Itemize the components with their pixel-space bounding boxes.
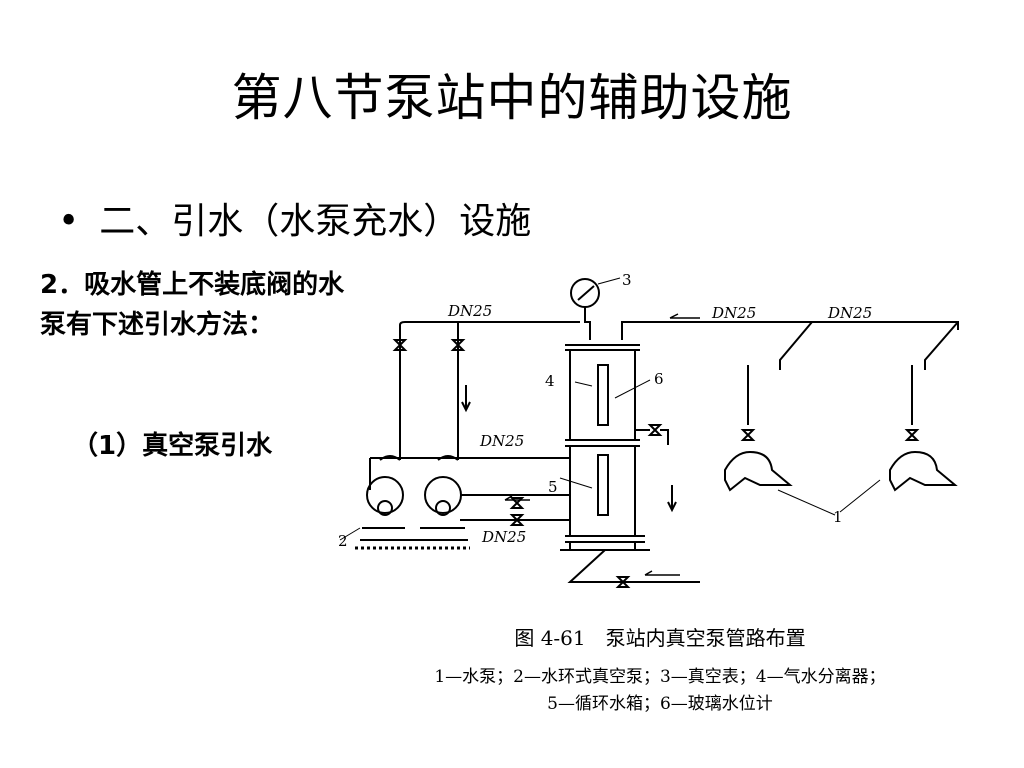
side-valve [635,424,669,445]
valve-c [740,429,756,441]
label-6: 6 [654,370,664,388]
branch-b [924,321,959,370]
glass-gauge-upper [597,364,609,426]
vacuum-pump-b [424,476,462,514]
page-title: 第八节泵站中的辅助设施 [231,69,793,127]
label-dn25-top-right: DN25 [827,304,872,322]
leader-4-6 [574,379,651,399]
bullet-dot: • [58,201,80,242]
flow-arrow-down [461,385,471,413]
leader-2 [339,527,361,541]
label-dn25-top-mid: DN25 [711,304,756,322]
label-4: 4 [545,372,555,390]
drain-valve [615,576,631,588]
flow-arrow-drain [644,570,680,576]
drain-pipe [567,549,700,583]
label-dn25-mid: DN25 [479,432,524,450]
label-3: 3 [622,271,632,289]
valves-pump-line [509,497,525,526]
sub-heading: （1）真空泵引水 [72,431,273,461]
label-dn25-top-left: DN25 [447,302,492,320]
glass-gauge-lower [597,454,609,516]
label-2: 2 [338,532,348,550]
tank-base [560,535,650,551]
flow-arrow-small [504,495,530,501]
pump-base [360,527,468,541]
legend-line-2: 5—循环水箱；6—玻璃水位计 [547,694,773,714]
branch-a [779,321,813,370]
leader-1 [777,479,881,516]
bullet-item: • 二、引水（水泵充水）设施 [58,192,531,244]
valve-d [904,429,920,441]
label-5: 5 [548,478,558,496]
figure-legend: 1—水泵；2—水环式真空泵；3—真空表；4—气水分离器； 5—循环水箱；6—玻璃… [365,664,955,718]
vacuum-pump-a-hub [377,500,393,516]
flow-arrow-left [669,313,700,319]
body-text: 2．吸水管上不装底阀的水泵有下述引水方法： [40,270,345,340]
figure-caption: 图 4-61 泵站内真空泵管路布置 [514,626,806,650]
main-pump-a [724,450,793,492]
leader-3 [597,277,621,285]
flow-arrow-down-right [667,485,677,513]
vacuum-pump-a [366,476,404,514]
air-water-separator [569,349,636,441]
main-pump-b [889,450,958,492]
gauge-stem [584,307,591,340]
label-dn25-bottom: DN25 [481,528,526,546]
label-1: 1 [833,508,843,526]
gauge-needle [577,285,595,301]
pump-inlets [379,455,459,461]
legend-line-1: 1—水泵；2—水环式真空泵；3—真空表；4—气水分离器； [434,667,886,687]
pipe-pump-to-tank [460,494,570,521]
circulating-tank [569,445,636,537]
pipe-top-right [621,321,959,340]
pipe-top-left [399,321,580,335]
leader-5 [559,477,593,489]
valve-a [392,339,408,351]
bullet-text: 二、引水（水泵充水）设施 [99,201,532,242]
vacuum-pump-b-hub [435,500,451,516]
valve-b [450,339,466,351]
